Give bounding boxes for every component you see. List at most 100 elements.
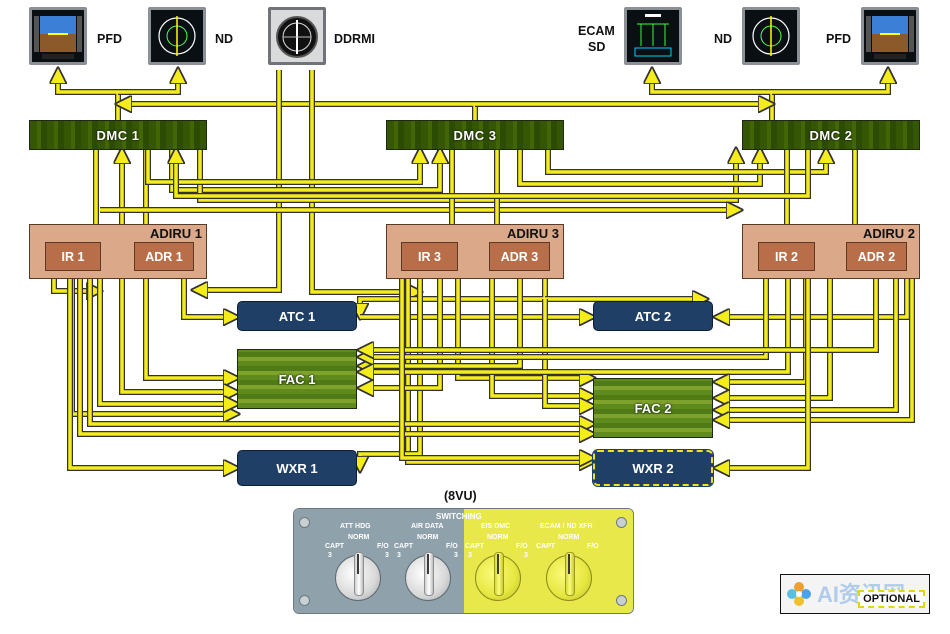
- knob2-right3: 3: [454, 552, 458, 559]
- att-hdg-selector-knob[interactable]: [335, 552, 381, 601]
- wire-33: [360, 271, 422, 470]
- wire-48: [68, 271, 237, 468]
- wire-50: [400, 271, 593, 458]
- eis-dmc-selector-knob[interactable]: [475, 552, 521, 601]
- knob1-fo: F/O: [377, 543, 389, 550]
- screw-icon: [616, 595, 627, 606]
- knob2-norm: NORM: [417, 534, 439, 541]
- ecam-label-line1: ECAM: [578, 24, 615, 38]
- atc1-box: ATC 1: [237, 301, 357, 331]
- wire-40: [360, 271, 790, 372]
- adiru3-label: ADIRU 3: [506, 226, 559, 241]
- wire-34: [360, 271, 442, 388]
- knob3-norm: NORM: [487, 534, 509, 541]
- ir1-box: IR 1: [45, 242, 101, 271]
- wire-36: [490, 271, 593, 396]
- panel-title: SWITCHING: [436, 512, 482, 521]
- adr2-box: ADR 2: [846, 242, 907, 271]
- nd1-screen: [148, 7, 206, 65]
- atc2-label: ATC 2: [634, 308, 672, 324]
- ir1-label: IR 1: [61, 249, 85, 264]
- pfd-attitude-icon: [34, 16, 82, 59]
- compass-rose-icon: [752, 16, 790, 56]
- rmi-dial-icon: [276, 16, 318, 58]
- wire-44: [716, 271, 898, 410]
- dmc2-label: DMC 2: [809, 127, 853, 143]
- knob3-left3: 3: [468, 552, 472, 559]
- wire-1: [118, 70, 178, 94]
- knob3-capt: CAPT: [465, 543, 485, 550]
- knob2-capt: CAPT: [394, 543, 414, 550]
- adiru1-label: ADIRU 1: [149, 226, 202, 241]
- air-data-selector-knob[interactable]: [405, 552, 451, 601]
- wire-6: [194, 70, 281, 290]
- wire-outline: [649, 70, 775, 120]
- wire-outline: [716, 271, 833, 401]
- dmc2-box: DMC 2: [742, 120, 920, 150]
- wire-18: [546, 150, 826, 174]
- fac1-label: FAC 1: [278, 371, 316, 387]
- wire-outline: [67, 271, 237, 471]
- pfd2-label: PFD: [826, 32, 851, 46]
- wire-13: [146, 150, 420, 184]
- wire-7: [310, 70, 420, 292]
- adr2-label: ADR 2: [857, 249, 896, 264]
- wire-outline: [455, 271, 593, 381]
- ecam-nd-xfr-selector-knob[interactable]: [546, 552, 592, 601]
- system-page-icon: [634, 14, 672, 57]
- switching-panel: SWITCHING ATT HDG NORM CAPT F/O 3 3 AIR …: [293, 508, 634, 614]
- flower-logo-icon: [787, 582, 811, 606]
- wire-37: [360, 271, 522, 366]
- knob3-name: EIS DMC: [481, 523, 511, 530]
- fac1-box: FAC 1: [237, 349, 357, 409]
- wire-outline: [716, 271, 809, 385]
- wire-31: [98, 271, 237, 404]
- adr3-label: ADR 3: [500, 249, 539, 264]
- knob3-right3: 3: [524, 552, 528, 559]
- dmc3-box: DMC 3: [386, 120, 564, 150]
- wire-3: [772, 70, 888, 94]
- adr1-label: ADR 1: [145, 249, 183, 264]
- wire-35: [456, 271, 593, 378]
- wire-49: [716, 271, 810, 468]
- screw-icon: [616, 517, 627, 528]
- ir2-label: IR 2: [775, 249, 798, 264]
- knob1-left3: 3: [328, 552, 332, 559]
- wire-41: [716, 271, 808, 382]
- knob1-name: ATT HDG: [340, 523, 371, 530]
- panel-location: (8VU): [444, 489, 477, 503]
- wire-46: [88, 271, 593, 424]
- adr1-box: ADR 1: [134, 242, 194, 271]
- fac2-label: FAC 2: [634, 400, 672, 416]
- wxr2-label: WXR 2: [632, 460, 674, 476]
- wire-43: [360, 271, 878, 350]
- pfd2-screen: [861, 7, 919, 65]
- wxr2-box: WXR 2: [592, 449, 714, 487]
- nd2-label: ND: [714, 32, 733, 46]
- knob2-fo: F/O: [446, 543, 458, 550]
- wire-29: [120, 271, 237, 392]
- wire-outline: [118, 101, 478, 120]
- wire-outline: [145, 150, 423, 185]
- knob4-capt: CAPT: [536, 543, 556, 550]
- wire-outline: [55, 70, 121, 120]
- knob2-name: AIR DATA: [411, 523, 444, 530]
- ddrmi-label: DDRMI: [334, 32, 375, 46]
- ir3-box: IR 3: [401, 242, 458, 271]
- dmc1-box: DMC 1: [29, 120, 207, 150]
- ddrmi-instrument: [268, 7, 326, 65]
- screw-icon: [299, 517, 310, 528]
- wire-11: [170, 150, 440, 192]
- knob3-fo: F/O: [516, 543, 528, 550]
- screw-icon: [299, 595, 310, 606]
- ir2-box: IR 2: [758, 242, 815, 271]
- knob4-name: ECAM / ND XFR: [540, 523, 593, 530]
- nd1-label: ND: [215, 32, 234, 46]
- dmc1-label: DMC 1: [96, 127, 140, 143]
- optional-legend: AI资讯网 OPTIONAL: [780, 574, 930, 614]
- wire-outline: [118, 70, 181, 95]
- compass-rose-icon: [158, 16, 196, 56]
- wire-outline: [772, 70, 891, 95]
- atc2-box: ATC 2: [593, 301, 713, 331]
- wire-39: [360, 271, 768, 357]
